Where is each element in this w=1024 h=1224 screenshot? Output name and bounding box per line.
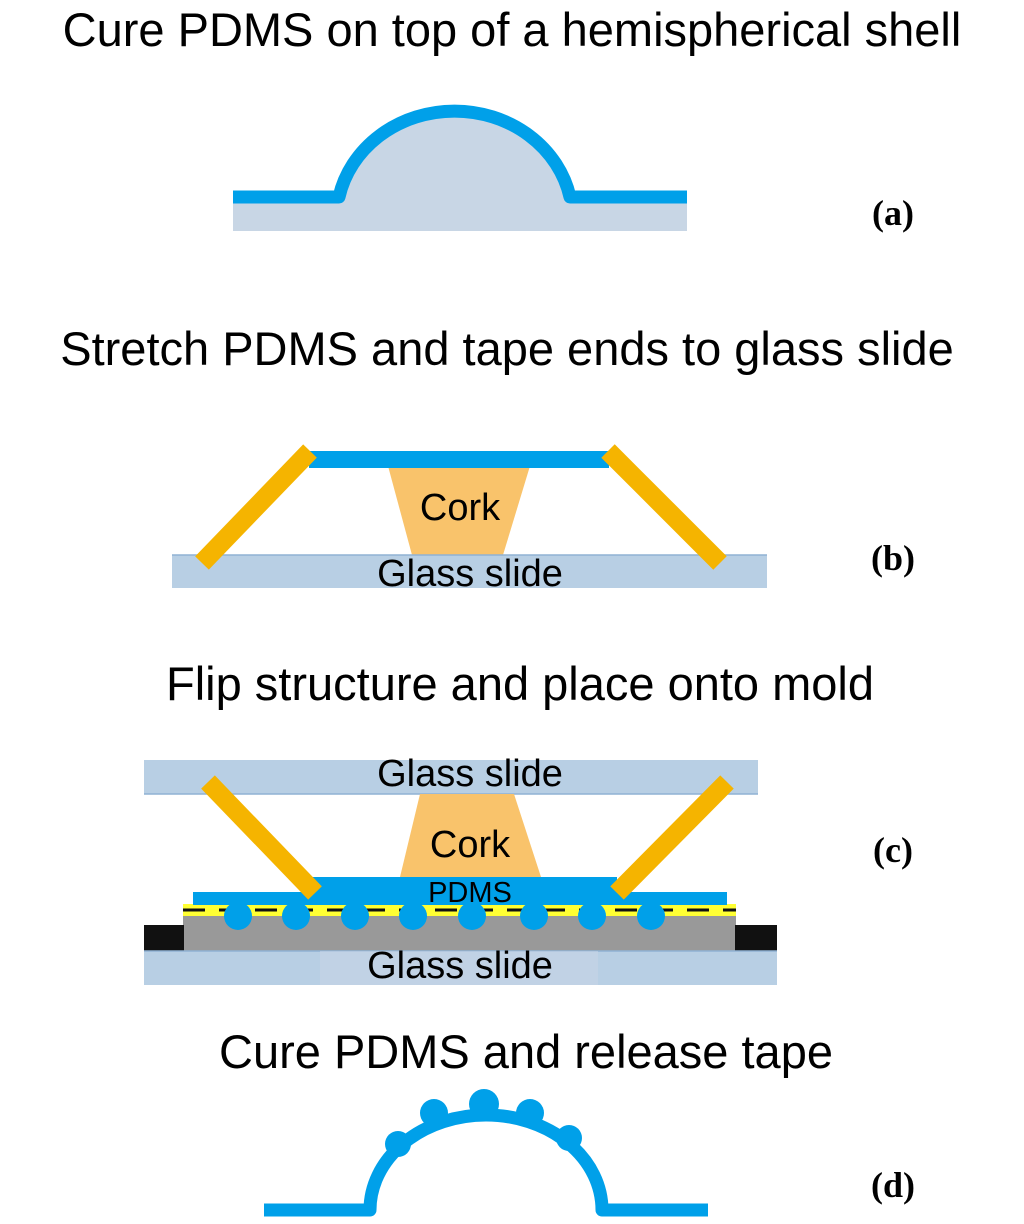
right-tape: [601, 444, 727, 570]
bottom-glass-slide-highlight: [320, 951, 598, 985]
hemispherical-shell-substrate: [233, 113, 687, 231]
dome-microlens: [556, 1125, 582, 1151]
pdms-bump: [224, 902, 252, 930]
glass-slide-label: Glass slide: [377, 553, 563, 595]
pdms-bump: [458, 902, 486, 930]
step-d-title: Cure PDMS and release tape: [219, 1025, 833, 1078]
dome-microlens: [469, 1089, 499, 1119]
panel-tag-b: (b): [871, 538, 915, 578]
cork-label-flipped: Cork: [430, 824, 511, 866]
pdms-coating-layer: [233, 104, 687, 204]
stretched-pdms-film: [309, 451, 609, 468]
pdms-bump: [520, 902, 548, 930]
dome-microlenses: [385, 1089, 582, 1157]
pdms-bump: [341, 902, 369, 930]
panel-tag-c: (c): [873, 830, 913, 870]
dome-microlens: [385, 1131, 411, 1157]
left-tape: [195, 444, 317, 570]
released-pdms-dome: [264, 1108, 708, 1217]
pdms-bump: [578, 902, 606, 930]
dome-microlens: [516, 1099, 544, 1127]
panel-tag-d: (d): [871, 1165, 915, 1205]
panel-tag-a: (a): [872, 193, 914, 233]
pdms-microlens-bumps: [224, 902, 665, 930]
pdms-raised-center: [312, 877, 617, 894]
pdms-bump: [637, 902, 665, 930]
step-a: Cure PDMS on top of a hemispherical shel…: [63, 3, 962, 233]
cork-block: [388, 466, 530, 555]
glass-slide: [172, 555, 767, 588]
pdms-layer-on-mold: [193, 892, 727, 905]
top-glass-slide: [144, 760, 758, 794]
left-tape-flipped: [201, 775, 322, 900]
step-a-title: Cure PDMS on top of a hemispherical shel…: [63, 3, 962, 56]
step-b: Stretch PDMS and tape ends to glass slid…: [60, 322, 953, 595]
bottom-glass-slide-label: Glass slide: [367, 945, 553, 987]
pdms-bump: [399, 902, 427, 930]
step-c: Flip structure and place onto mold Glass…: [144, 657, 913, 987]
dome-microlens: [420, 1099, 448, 1127]
cork-label: Cork: [420, 487, 501, 529]
right-tape-flipped: [610, 775, 734, 900]
top-glass-slide-label: Glass slide: [377, 753, 563, 795]
cork-block-flipped: [400, 794, 541, 877]
pdms-bump: [282, 902, 310, 930]
right-spacer: [735, 925, 777, 951]
left-spacer: [144, 925, 184, 951]
step-c-title: Flip structure and place onto mold: [166, 657, 874, 710]
step-d: Cure PDMS and release tape (d): [219, 1025, 915, 1217]
step-b-title: Stretch PDMS and tape ends to glass slid…: [60, 322, 953, 375]
pdms-label: PDMS: [428, 877, 512, 909]
